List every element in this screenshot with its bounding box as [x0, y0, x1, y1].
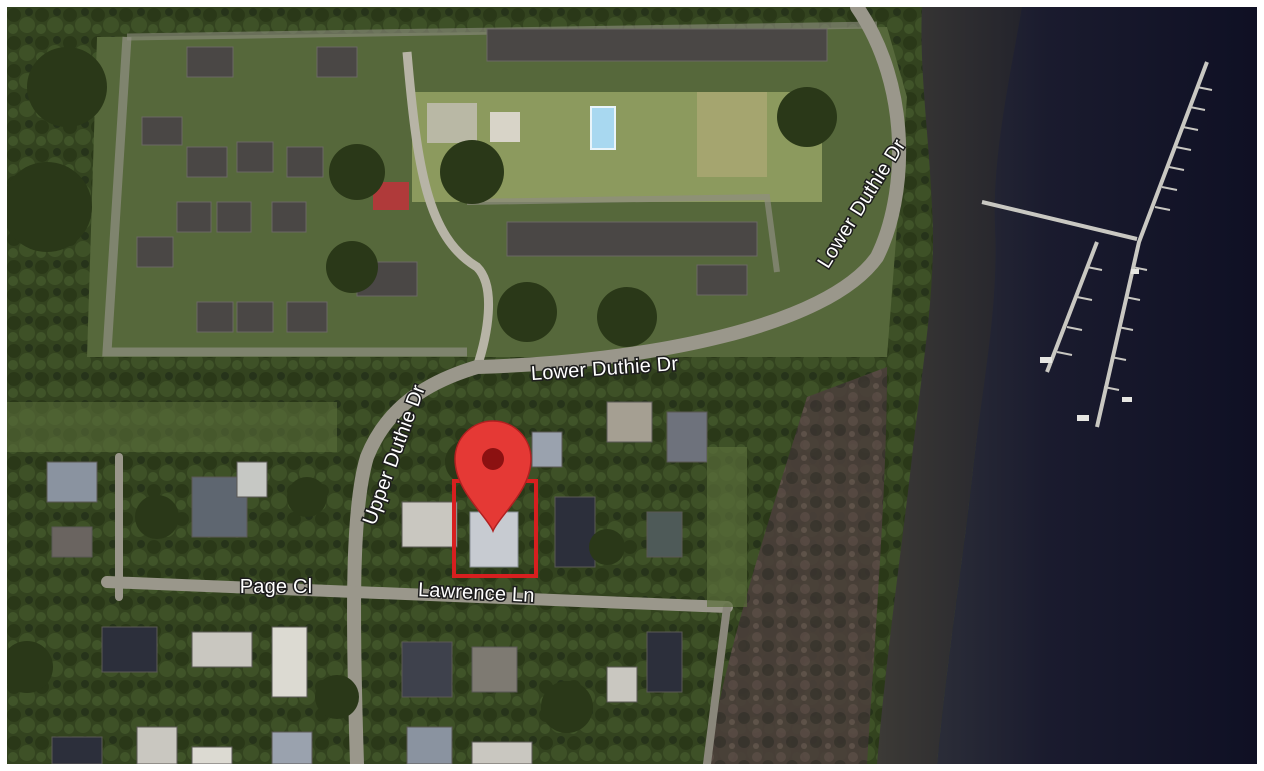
tennis-court	[427, 103, 477, 143]
jetty-walkway	[981, 200, 1138, 241]
residential-houses	[46, 401, 708, 764]
inner-path	[466, 193, 780, 273]
satellite-map[interactable]: Lower Duthie Dr Lower Duthie Dr Upper Du…	[7, 7, 1257, 764]
complex-trees	[7, 47, 837, 347]
jetty	[981, 61, 1209, 428]
satellite-map-canvas[interactable]: Lower Duthie Dr Lower Duthie Dr Upper Du…	[7, 7, 1257, 764]
moored-boats	[1040, 269, 1139, 421]
complex-path	[102, 36, 467, 357]
jetty-berths	[1056, 86, 1213, 391]
road-label-page-cl: Page Cl	[240, 576, 313, 598]
road-east-lane-surface	[703, 603, 731, 764]
complex-driveway	[402, 51, 493, 369]
location-pin-icon[interactable]	[454, 420, 532, 534]
shoreline	[877, 7, 1022, 764]
swimming-pool	[590, 106, 616, 150]
complex-units	[136, 28, 828, 333]
road-lawrence-ln-surface	[101, 576, 733, 613]
road-lower-duthie-dr-surface	[347, 7, 907, 764]
road-network	[101, 7, 907, 764]
location-pin-body	[454, 420, 532, 534]
jetty-main-spine	[1095, 61, 1209, 428]
sports-field	[697, 92, 767, 177]
location-pin-dot	[482, 448, 504, 470]
wetland-strip	[707, 367, 887, 764]
jetty-branch	[1045, 241, 1099, 373]
residential-lawns	[7, 402, 747, 607]
play-area	[490, 112, 520, 142]
water-area	[937, 7, 1257, 764]
